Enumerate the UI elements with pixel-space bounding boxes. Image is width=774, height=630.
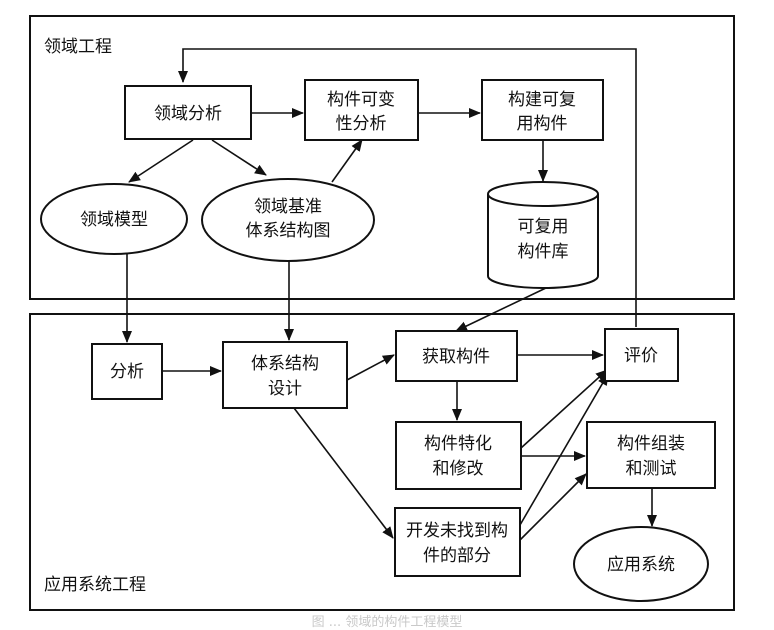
- edge-develop-to-evaluate: [519, 373, 609, 526]
- domain-analysis-label: 领域分析: [154, 104, 222, 124]
- build-reusable-node: 构建可复 用构件: [481, 79, 604, 141]
- reference-architecture-label-line1: 领域基准: [254, 197, 322, 217]
- acquire-components-label: 获取构件: [422, 347, 490, 367]
- develop-missing-node: 开发未找到构 件的部分: [394, 507, 521, 577]
- reference-architecture-node: 领域基准 体系结构图: [201, 178, 375, 262]
- edge-architecture-to-develop: [293, 407, 394, 539]
- acquire-components-node: 获取构件: [395, 330, 518, 382]
- evaluate-label: 评价: [624, 346, 658, 366]
- reusable-repository-label-line1: 可复用: [518, 217, 569, 237]
- edge-evaluate-feedback-to-domain-analysis: [178, 48, 637, 327]
- domain-model-label: 领域模型: [80, 210, 148, 230]
- edge-reference-to-variability: [331, 139, 363, 183]
- reusable-repository-label-line2: 构件库: [518, 242, 569, 262]
- application-engineering-frame: [29, 313, 735, 611]
- specialize-modify-node: 构件特化 和修改: [395, 421, 522, 490]
- variability-analysis-label-line2: 性分析: [336, 114, 387, 134]
- architecture-design-label-line1: 体系结构: [251, 354, 319, 374]
- reference-architecture-label-line2: 体系结构图: [246, 221, 331, 241]
- application-system-node: 应用系统: [573, 526, 709, 602]
- variability-analysis-node: 构件可变 性分析: [304, 79, 419, 141]
- build-reusable-label-line2: 用构件: [517, 114, 568, 134]
- specialize-modify-label-line2: 和修改: [433, 459, 484, 479]
- reusable-repository-node: 可复用 构件库: [487, 181, 599, 289]
- variability-analysis-label-line1: 构件可变: [327, 90, 395, 110]
- edge-domain-analysis-to-reference: [211, 139, 267, 176]
- assemble-test-label-line1: 构件组装: [617, 434, 685, 454]
- build-reusable-label-line1: 构建可复: [508, 90, 576, 110]
- domain-engineering-title: 领域工程: [44, 37, 112, 57]
- edge-specialize-to-evaluate: [520, 369, 608, 449]
- develop-missing-label-line1: 开发未找到构: [406, 521, 508, 541]
- domain-model-node: 领域模型: [40, 183, 188, 255]
- analysis-node: 分析: [91, 343, 163, 400]
- assemble-test-label-line2: 和测试: [626, 459, 677, 479]
- edge-architecture-to-acquire: [346, 354, 395, 381]
- develop-missing-label-line2: 件的部分: [423, 546, 491, 566]
- application-system-label: 应用系统: [607, 555, 675, 575]
- architecture-design-label-line2: 设计: [268, 379, 302, 399]
- figure-caption: 图 ... 领域的构件工程模型: [312, 614, 463, 630]
- domain-analysis-node: 领域分析: [124, 85, 252, 140]
- domain-engineering-frame: [29, 15, 735, 300]
- assemble-test-node: 构件组装 和测试: [586, 421, 716, 489]
- specialize-modify-label-line1: 构件特化: [424, 434, 492, 454]
- application-engineering-title: 应用系统工程: [44, 575, 146, 595]
- edge-domain-analysis-to-domain-model: [128, 139, 194, 183]
- edge-develop-to-assemble: [519, 473, 587, 541]
- architecture-design-node: 体系结构 设计: [222, 341, 348, 409]
- analysis-label: 分析: [110, 362, 144, 382]
- edge-repo-to-acquire: [455, 286, 549, 332]
- evaluate-node: 评价: [604, 328, 679, 382]
